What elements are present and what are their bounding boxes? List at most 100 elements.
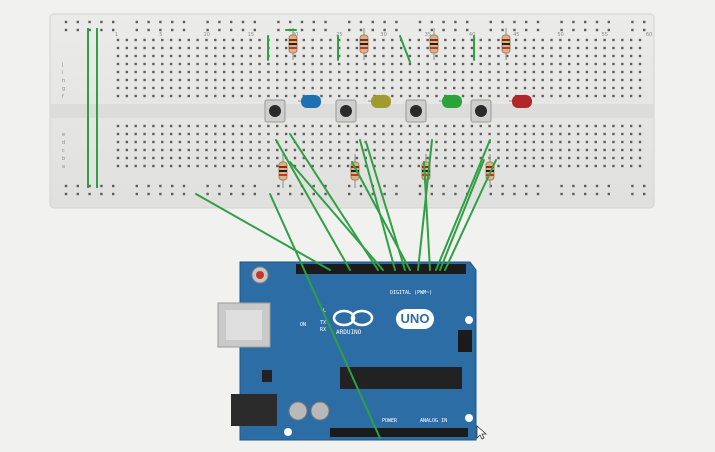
breadboard-hole (302, 86, 305, 90)
breadboard-hole (206, 20, 209, 24)
resistor[interactable] (429, 28, 439, 60)
breadboard-hole (222, 148, 226, 152)
breadboard-hole (638, 164, 642, 168)
wire[interactable] (444, 159, 497, 271)
breadboard-hole (178, 140, 182, 144)
breadboard-hole (205, 94, 208, 98)
breadboard-hole (134, 38, 137, 42)
resistor[interactable] (501, 28, 511, 60)
column-number: 55 (602, 32, 608, 38)
breadboard-hole (249, 54, 252, 58)
wire[interactable] (275, 139, 351, 271)
wire[interactable] (195, 193, 331, 271)
breadboard-hole (169, 156, 173, 160)
wire[interactable] (359, 139, 396, 271)
breadboard-hole (584, 20, 587, 24)
breadboard-hole (187, 86, 190, 90)
breadboard-hole (231, 132, 235, 136)
breadboard-hole (116, 38, 120, 42)
breadboard-hole (621, 70, 624, 74)
wires[interactable] (195, 29, 497, 439)
led[interactable] (298, 95, 321, 108)
breadboard-hole (346, 46, 350, 50)
breadboard-hole (112, 184, 115, 188)
breadboard-hole (383, 184, 386, 188)
breadboard-hole (461, 46, 465, 50)
row-letter: g (62, 86, 65, 92)
breadboard-hole (470, 124, 474, 128)
breadboard-hole (435, 62, 438, 66)
breadboard-hole (337, 70, 341, 74)
push-button-cap (269, 105, 281, 117)
wire[interactable] (399, 35, 411, 63)
resistor[interactable] (359, 28, 369, 60)
push-button[interactable] (405, 99, 427, 123)
wire[interactable] (351, 161, 411, 271)
breadboard-hole (395, 20, 398, 24)
wire[interactable] (435, 139, 491, 271)
breadboard-hole (373, 124, 376, 128)
breadboard-hole (276, 164, 279, 168)
breadboard-hole (585, 86, 589, 90)
breadboard-hole (241, 20, 245, 24)
breadboard-hole (337, 140, 341, 144)
breadboard-hole (382, 86, 385, 90)
arduino-uno-board[interactable]: ARDUINO UNO DIGITAL (PWM~) POWER ANALOG … (217, 261, 477, 441)
wire[interactable] (289, 161, 384, 271)
breadboard-hole (276, 148, 279, 152)
breadboard-hole (470, 156, 474, 160)
breadboard-hole (371, 28, 374, 32)
led[interactable] (368, 95, 391, 108)
led[interactable] (509, 95, 532, 108)
breadboard-hole (88, 20, 91, 24)
breadboard-hole (134, 86, 137, 90)
breadboard-hole (612, 124, 615, 128)
push-button[interactable] (470, 99, 492, 123)
breadboard-hole (568, 62, 571, 66)
breadboard-hole (442, 20, 445, 24)
column-number: 1 (115, 32, 118, 38)
breadboard-hole (161, 46, 164, 50)
breadboard-hole (501, 28, 504, 32)
pin-label-rx: RX (320, 327, 326, 333)
breadboard-hole (346, 70, 350, 74)
breadboard-hole (143, 70, 146, 74)
breadboard-hole (346, 132, 350, 136)
breadboard-hole (506, 132, 509, 136)
breadboard-hole (116, 140, 120, 144)
breadboard-hole (147, 20, 150, 24)
breadboard-hole (230, 28, 233, 32)
breadboard-hole (442, 28, 445, 32)
breadboard-hole (249, 148, 252, 152)
push-button[interactable] (264, 99, 286, 123)
breadboard-hole (159, 192, 162, 196)
breadboard-hole (576, 46, 580, 50)
resistor[interactable] (278, 154, 288, 188)
breadboard-hole (371, 20, 374, 24)
breadboard-hole (277, 192, 280, 196)
breadboard-hole (444, 70, 447, 74)
breadboard-hole (568, 70, 571, 74)
breadboard-hole (461, 54, 465, 58)
breadboard-hole (218, 28, 221, 32)
power-analog-header[interactable] (330, 428, 468, 437)
led[interactable] (439, 95, 462, 108)
resistor[interactable] (288, 28, 298, 60)
breadboard-hole (391, 46, 394, 50)
breadboard-hole (143, 164, 146, 168)
breadboard-hole (355, 70, 359, 74)
wire[interactable] (439, 159, 485, 271)
breadboard-hole (506, 140, 509, 144)
push-button[interactable] (335, 99, 357, 123)
breadboard-hole (612, 46, 615, 50)
breadboard-hole (506, 94, 509, 98)
breadboard-hole (442, 192, 445, 196)
wire[interactable] (269, 193, 381, 439)
breadboard-hole (205, 140, 208, 144)
wire[interactable] (423, 161, 431, 271)
breadboard-hole (143, 78, 146, 82)
wire[interactable] (417, 139, 433, 271)
breadboard-hole (383, 192, 386, 196)
